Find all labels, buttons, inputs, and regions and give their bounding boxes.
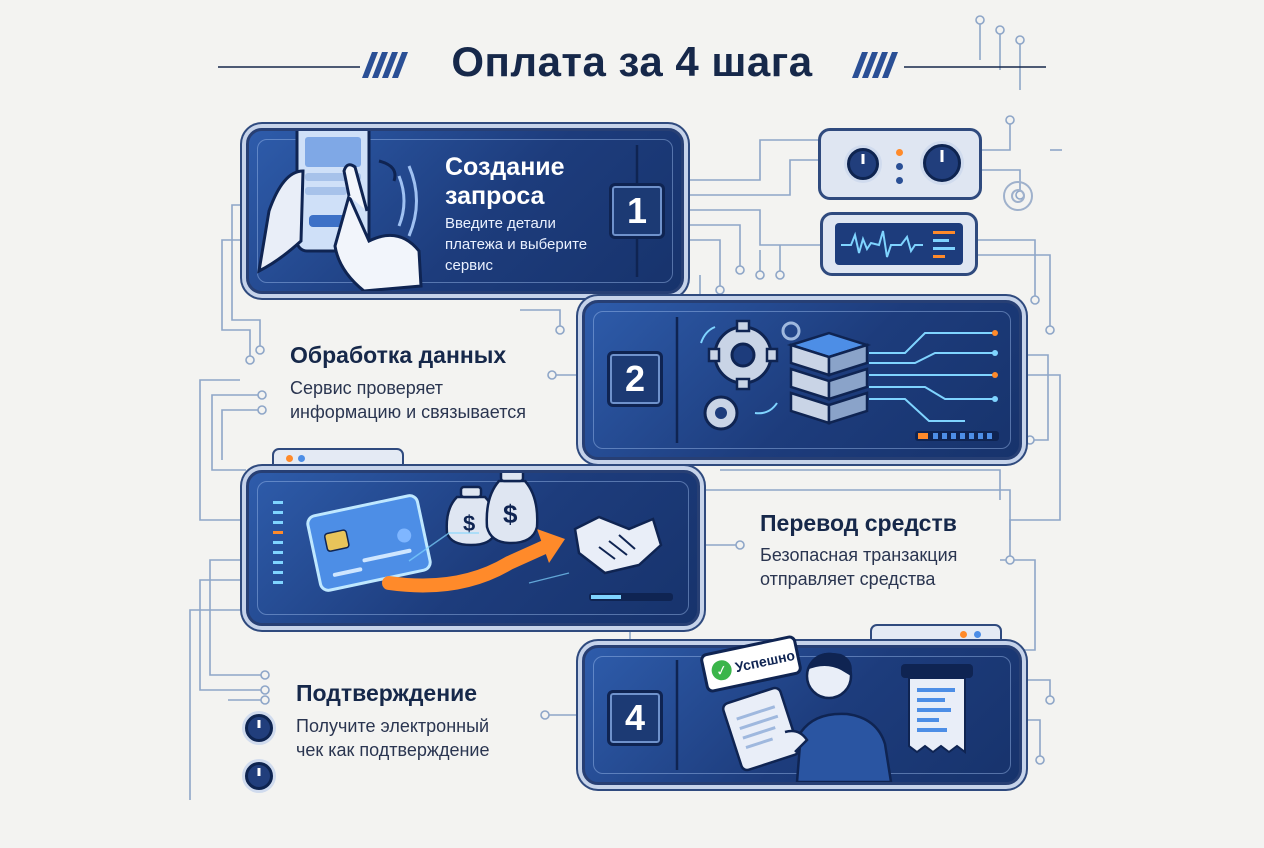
svg-text:$: $ [463,511,475,536]
tablet-person-icon [721,652,893,782]
success-text: Успешно [733,646,797,676]
processing-illustration [675,317,999,443]
svg-text:$: $ [503,499,518,529]
credit-card-icon [306,494,432,592]
control-knob-icon [245,714,273,742]
control-knob-icon [923,144,961,182]
checkmark-icon: ✓ [709,658,734,683]
server-stack-icon [786,331,872,425]
step-2-title: Обработка данных [290,342,507,368]
step-1-description: Введите детали платежа и выберите сервис [445,215,588,274]
step-4-number: 4 [607,690,663,746]
gear-icon [707,319,779,391]
step-2-panel: 2 [582,300,1022,460]
step-1-title: Создание запроса [445,153,565,210]
step-3-title: Перевод средств [760,510,957,536]
step-2-description: Сервис проверяет информацию и связываетс… [290,378,527,422]
step-1-number: 1 [609,183,665,239]
panel-3-top-bar [272,448,404,470]
control-knob-icon [245,762,273,790]
indicator-dot [896,149,903,156]
step-4-title: Подтверждение [296,680,478,706]
transfer-illustration: $ $ [273,473,673,601]
waveform-monitor-icon [835,223,963,265]
control-knob-device [818,128,982,200]
step-3-panel: $ $ [246,470,700,626]
confirmation-illustration [675,652,973,782]
step-4-description: Получите электронный чек как подтвержден… [296,716,490,760]
step-4-panel: 4 [582,645,1022,785]
receipt-icon [901,664,973,754]
page-title: Оплата за 4 шага [451,38,813,85]
step-3-description: Безопасная транзакция отправляет средств… [760,545,958,589]
waveform-monitor-device [820,212,978,276]
handshake-icon [573,515,663,575]
step-2-number: 2 [607,351,663,407]
gear-icon [703,395,739,431]
title-decoration [218,52,1046,78]
panel-4-top-bar [870,624,1002,646]
money-bag-icon: $ [485,473,539,545]
indicator-dot [896,177,903,184]
control-knob-icon [847,148,879,180]
arrow-icon [382,529,565,593]
smartphone-hand-icon [257,131,639,291]
step-1-panel: Создание запроса Введите детали платежа … [246,128,684,294]
indicator-dot [896,163,903,170]
